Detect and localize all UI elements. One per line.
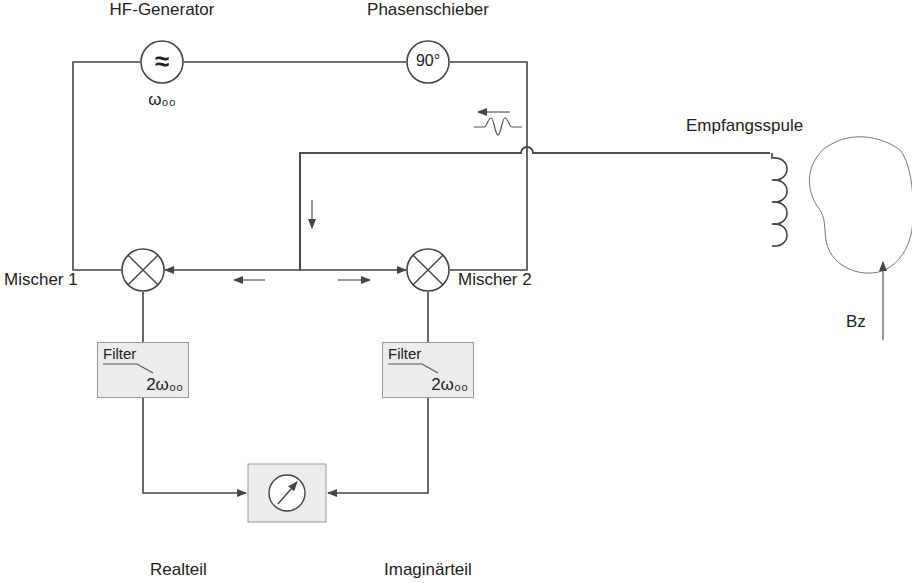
signal-wire <box>143 398 246 493</box>
phase-shifter-circle: Phasenschieber90° <box>406 40 450 84</box>
direction-arrow <box>311 200 312 228</box>
direction-arrow <box>478 111 510 112</box>
receive-coil-outline <box>770 150 798 250</box>
node-text: 2ω₀₀ <box>431 375 468 395</box>
node-text: Mischer 2 <box>458 270 532 290</box>
meter-dial <box>269 475 305 511</box>
receive-coil: Empfangsspule <box>770 150 798 250</box>
direction-arrow <box>338 279 370 280</box>
node-text: 90° <box>416 52 440 70</box>
wire <box>142 292 144 342</box>
node-text: ≈ <box>155 48 169 74</box>
node-text: ω₀₀ <box>148 90 175 110</box>
node-text: Empfangsspule <box>686 116 803 136</box>
signal-wave <box>474 118 522 135</box>
meter-box <box>248 464 326 522</box>
node-text: Mischer 1 <box>4 270 78 290</box>
signal-label: Imaginärteil <box>384 560 472 580</box>
signal-wire <box>328 398 428 493</box>
node-text: 2ω₀₀ <box>146 375 183 395</box>
wire <box>73 62 140 270</box>
wire <box>427 292 429 342</box>
node-text: Phasenschieber <box>367 0 489 20</box>
field-label: Bz <box>846 312 866 332</box>
signal-label: Realteil <box>150 560 207 580</box>
mixer-circle-outline <box>121 248 165 292</box>
mixer-circle: Mischer 1 <box>121 248 165 292</box>
filter-box: Filter 2ω₀₀ <box>382 342 474 398</box>
wire <box>300 147 770 270</box>
tissue-outline <box>809 137 912 273</box>
direction-arrow <box>234 279 265 280</box>
field-arrow <box>882 262 883 340</box>
wire <box>165 147 770 270</box>
generator-circle: HF-Generator≈ω₀₀ <box>140 40 184 84</box>
mixer-circle: Mischer 2 <box>406 248 450 292</box>
node-text: Filter <box>103 345 136 362</box>
node-text: Filter <box>388 345 421 362</box>
mixer-circle-outline <box>406 248 450 292</box>
node-text: HF-Generator <box>110 0 215 20</box>
wire <box>450 62 527 270</box>
meter-needle <box>278 482 297 504</box>
wire <box>184 61 406 63</box>
filter-box: Filter 2ω₀₀ <box>97 342 189 398</box>
